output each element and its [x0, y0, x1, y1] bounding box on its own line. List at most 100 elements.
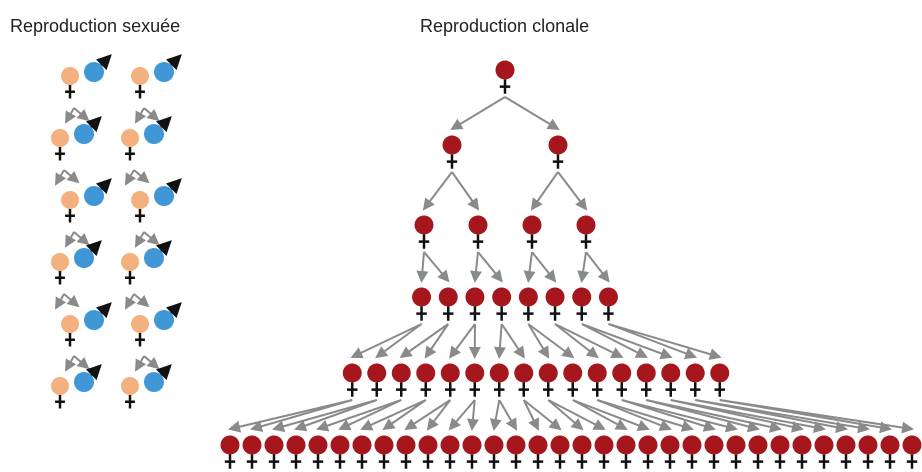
clone-individual [748, 435, 768, 469]
female-individual [61, 67, 79, 99]
female-individual [51, 253, 69, 285]
symbol-circle [726, 435, 746, 455]
symbol-circle [131, 191, 149, 209]
sexual-reproduction-title: Reproduction sexuée [10, 16, 181, 36]
male-arrow [165, 302, 182, 319]
clone-arrow [466, 399, 479, 431]
clone-individual [612, 363, 632, 397]
symbol-circle [572, 287, 592, 307]
offspring-arrow [143, 107, 160, 122]
clone-individual [550, 435, 570, 469]
sexual-pair [131, 302, 182, 372]
symbol-circle [612, 363, 632, 383]
male-arrow [95, 178, 112, 195]
clone-individual [484, 435, 504, 469]
symbol-circle [462, 435, 482, 455]
symbol-circle [572, 435, 592, 455]
symbol-circle [374, 435, 394, 455]
symbol-circle [367, 363, 387, 383]
symbol-circle [121, 129, 139, 147]
clone-individual [391, 363, 411, 397]
clone-arrow [527, 323, 550, 359]
clone-arrow [399, 323, 449, 359]
clone-individual [518, 287, 538, 321]
symbol-circle [489, 363, 509, 383]
symbol-circle [84, 186, 104, 206]
offspring-arrow [63, 169, 80, 184]
clone-individual [416, 363, 436, 397]
symbol-circle [51, 377, 69, 395]
symbol-circle [528, 435, 548, 455]
female-individual [61, 315, 79, 347]
clone-individual [352, 435, 372, 469]
female-individual [131, 315, 149, 347]
clone-individual [902, 435, 922, 469]
symbol-circle [465, 287, 485, 307]
clone-arrow [470, 251, 482, 283]
clone-arrow [531, 251, 557, 283]
sexual-pair [51, 240, 102, 310]
clone-arrow [426, 399, 452, 431]
symbol-circle [51, 253, 69, 271]
clone-arrow [422, 171, 453, 211]
symbol-circle [308, 435, 328, 455]
clone-arrow [375, 323, 423, 359]
symbol-circle [264, 435, 284, 455]
clone-individual [636, 363, 656, 397]
symbol-circle [545, 287, 565, 307]
clone-individual [462, 435, 482, 469]
symbol-circle [484, 435, 504, 455]
clone-arrow [596, 399, 694, 432]
clone-individual [264, 435, 284, 469]
sexual-pair [121, 116, 172, 186]
male-arrow [95, 302, 112, 319]
clone-arrow [527, 323, 575, 359]
female-individual [51, 129, 69, 161]
symbol-circle [685, 363, 705, 383]
symbol-circle [638, 435, 658, 455]
clone-individual [814, 435, 834, 469]
clone-arrow [504, 96, 560, 131]
clone-individual [638, 435, 658, 469]
clone-arrow [451, 171, 480, 211]
symbol-circle [220, 435, 240, 455]
clone-individual [242, 435, 262, 469]
sexual-pair [121, 364, 172, 409]
clone-individual [465, 287, 485, 321]
symbol-circle [661, 363, 681, 383]
clone-individual [495, 60, 515, 94]
male-individual [154, 54, 182, 82]
symbol-circle [518, 287, 538, 307]
symbol-circle [550, 435, 570, 455]
female-individual [51, 377, 69, 409]
clone-arrow [500, 323, 525, 359]
clone-individual [440, 435, 460, 469]
offspring-arrow [73, 107, 90, 122]
symbol-circle [902, 435, 922, 455]
clone-arrow [450, 96, 506, 131]
female-individual [61, 191, 79, 223]
sexual-pair [51, 116, 102, 186]
clone-arrow [646, 399, 782, 433]
symbol-circle [74, 124, 94, 144]
symbol-circle [154, 310, 174, 330]
symbol-circle [121, 377, 139, 395]
male-arrow [165, 178, 182, 195]
clone-arrow [572, 399, 650, 432]
clone-individual [548, 135, 568, 169]
clone-arrow [272, 399, 378, 433]
offspring-arrow [65, 107, 77, 124]
symbol-circle [84, 62, 104, 82]
clone-arrow [404, 399, 451, 431]
clone-individual [367, 363, 387, 397]
offspring-arrow [143, 355, 160, 370]
clone-individual [660, 435, 680, 469]
symbol-circle [682, 435, 702, 455]
clone-individual [563, 363, 583, 397]
symbol-circle [563, 363, 583, 383]
offspring-arrow [135, 355, 147, 372]
clone-individual [858, 435, 878, 469]
offspring-arrow [135, 231, 147, 248]
symbol-circle [144, 248, 164, 268]
